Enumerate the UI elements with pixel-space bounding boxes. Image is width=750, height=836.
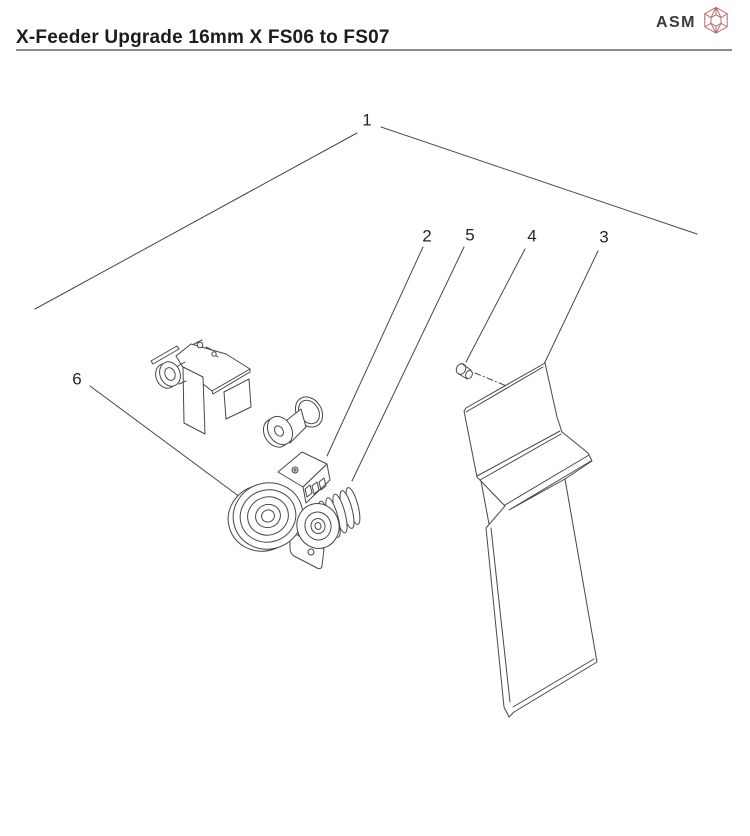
pin-body [458, 364, 472, 380]
bracket-left-flange [182, 366, 206, 435]
leader-1-right [380, 126, 698, 235]
title-underline [16, 49, 732, 51]
block-slot-3 [318, 477, 327, 491]
asm-logo-text: ASM [655, 14, 696, 31]
bracket-tab-hole-2 [211, 351, 217, 357]
gem-hexagon-icon [702, 6, 730, 40]
block-screw-hole-center [293, 468, 297, 472]
pin-tip [465, 369, 473, 380]
bracket-right-flange [223, 378, 252, 420]
leader-5 [351, 246, 465, 482]
block-slot-2 [311, 481, 320, 495]
pin-part [455, 363, 510, 388]
pin-centerline [474, 372, 510, 388]
blade-silhouette [463, 362, 598, 718]
blade-fold-line [476, 430, 562, 481]
leader-4 [465, 248, 526, 363]
blade-strip-fold [490, 527, 511, 703]
leader-2 [326, 246, 424, 457]
blade-v-notch-inner [480, 480, 490, 525]
bracket-eyelet-join [177, 361, 187, 385]
bracket-tab-hole-1 [196, 341, 204, 349]
blade-bottom-edge-inner [512, 658, 595, 708]
block-slot-1 [304, 484, 313, 498]
callout-label-3: 3 [599, 227, 609, 247]
bracket-eyelet-hole [164, 367, 176, 381]
callout-label-2: 2 [422, 226, 432, 246]
bracket-front-edge [211, 368, 251, 395]
spool-roller-part [262, 396, 324, 448]
callout-label-1: 1 [362, 110, 372, 130]
bearing-bore [261, 509, 275, 523]
block-plate-hole [307, 548, 315, 556]
leader-1-left [34, 132, 358, 310]
callout-label-6: 6 [72, 369, 82, 389]
asm-logo: ASM [656, 6, 730, 40]
blade-guide-part [463, 362, 598, 718]
roller-block-part [227, 451, 361, 570]
block-bottom-plate [289, 530, 325, 570]
block-right-face [302, 463, 331, 504]
callout-label-5: 5 [465, 225, 475, 245]
callout-label-4: 4 [527, 226, 537, 246]
pin-head [455, 363, 467, 375]
page-title: X-Feeder Upgrade 16mm X FS06 to FS07 [16, 27, 390, 48]
roller-face-bore [314, 522, 322, 530]
blade-top-edge-inner [465, 366, 544, 413]
bracket-arm [150, 345, 180, 365]
spool-hole [274, 425, 284, 437]
blade-shelf-front-edge [504, 454, 592, 511]
leader-lines [34, 126, 698, 504]
bracket-part [150, 339, 252, 435]
leader-6 [89, 385, 249, 504]
